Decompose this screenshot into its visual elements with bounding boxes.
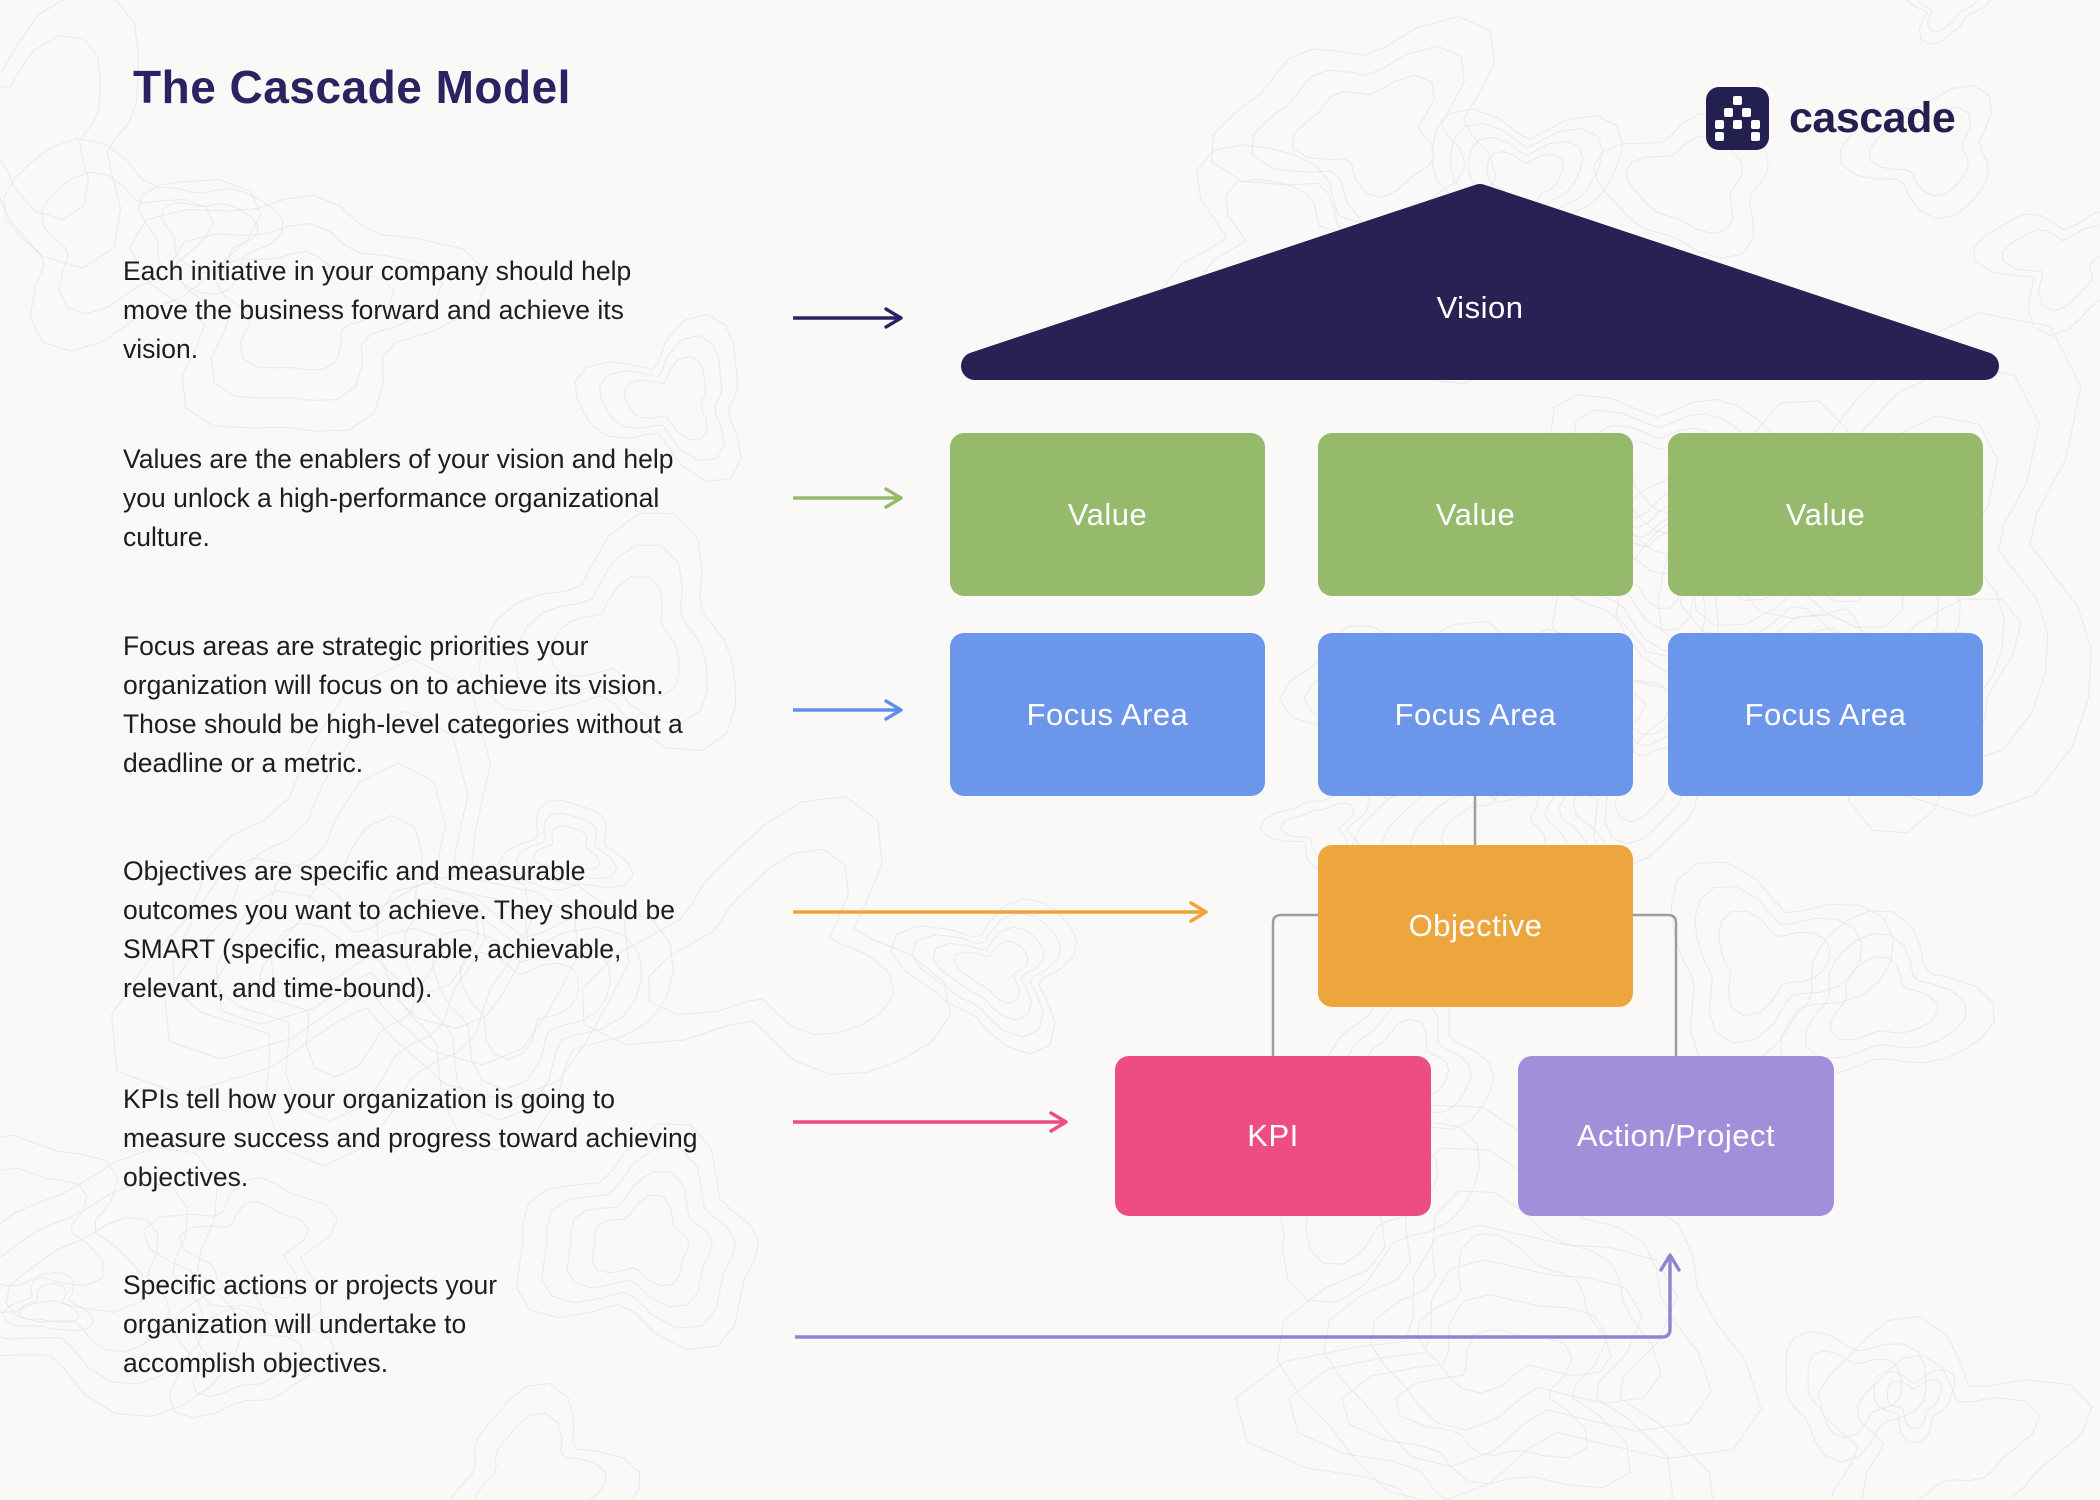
kpi-node: KPI [1115,1056,1431,1216]
logo-dot [1715,120,1724,129]
kpi-node-label: KPI [1247,1118,1299,1153]
annotation-objectives: Objectives are specific and measurable o… [123,856,675,1003]
annotation-vision: Each initiative in your company should h… [123,256,632,364]
cascade-logo-wordmark: cascade [1789,94,1956,142]
logo-dot [1751,132,1760,141]
objective-node-label: Objective [1408,908,1543,943]
focus-area-node-3-label: Focus Area [1744,696,1907,732]
focus-area-node-3: Focus Area [1668,633,1983,796]
value-node-1-label: Value [1067,496,1148,532]
focus-area-node-1: Focus Area [950,633,1265,796]
objective-node: Objective [1318,845,1633,1007]
cascade-logo: cascade [1706,87,1956,150]
focus-area-node-2: Focus Area [1318,633,1633,796]
action-project-node-label: Action/Project [1576,1118,1776,1153]
page-title: The Cascade Model [133,61,571,113]
logo-dot [1715,132,1724,141]
connector-objective-to-action [1633,913,1678,1056]
focus-area-node-2-label: Focus Area [1394,696,1557,732]
logo-dot [1733,120,1742,129]
logo-dot [1742,108,1751,117]
annotation-kpis: KPIs tell how your organization is going… [123,1084,698,1192]
value-node-2: Value [1318,433,1633,596]
value-node-1: Value [950,433,1265,596]
value-node-2-label: Value [1435,496,1516,532]
logo-dot [1724,108,1733,117]
vision-triangle [961,184,1999,380]
arrow-action-project [795,1253,1681,1339]
annotation-values: Values are the enablers of your vision a… [123,444,674,552]
focus-area-node-1-label: Focus Area [1026,696,1189,732]
cascade-logo-icon [1706,87,1769,150]
value-node-3: Value [1668,433,1983,596]
logo-dot [1751,120,1760,129]
connector-objective-to-kpi [1271,913,1318,1056]
annotation-focus-areas: Focus areas are strategic priorities you… [123,631,683,778]
annotation-actions: Specific actions or projects your organi… [123,1270,498,1378]
logo-dot [1733,96,1742,105]
vision-node-label: Vision [1436,290,1524,325]
value-node-3-label: Value [1785,496,1866,532]
action-project-node: Action/Project [1518,1056,1834,1216]
